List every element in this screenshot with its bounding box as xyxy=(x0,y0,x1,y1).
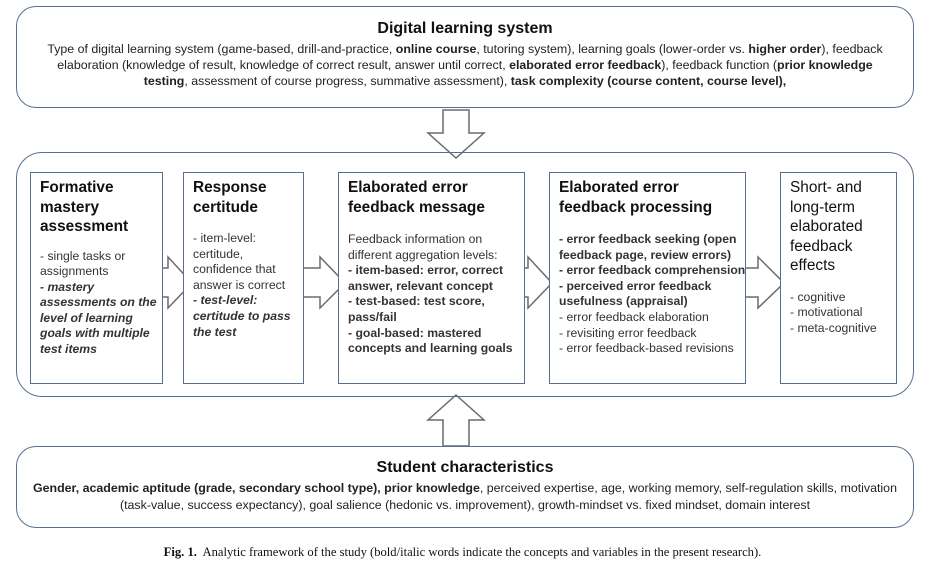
stage-effects-heading: Short- and long-term elaborated feedback eff… xyxy=(790,178,896,276)
stage-item: pass/fail xyxy=(348,309,397,324)
framework-container xyxy=(16,152,914,397)
student-line-2: (task-value, success expectancy), goal s… xyxy=(17,497,913,514)
stage-response-heading: Response certitude xyxy=(193,178,303,217)
stage-item: - test-based: test score, xyxy=(348,294,485,309)
stage-item: - meta-cognitive xyxy=(790,320,877,335)
stage-heading-line: feedback message xyxy=(348,198,485,216)
stage-item: - mastery xyxy=(40,279,95,294)
text-run: higher order xyxy=(748,42,822,56)
stage-effects-items: - cognitive- motivational- meta-cognitiv… xyxy=(790,290,896,337)
stage-formative-box: Formative mastery assessment - single task… xyxy=(30,172,163,384)
text-run: prior knowledge xyxy=(777,58,873,72)
stage-heading-line: mastery xyxy=(40,198,100,216)
text-run: testing xyxy=(143,74,185,88)
stage-item: - item-based: error, correct xyxy=(348,263,504,278)
figure-caption: Fig. 1. Analytic framework of the study … xyxy=(0,545,925,560)
stage-item: goals with multiple xyxy=(40,326,150,341)
stage-item: - single tasks or xyxy=(40,248,126,263)
text-run: online course xyxy=(395,42,477,56)
digital-learning-system-box: Digital learning system Type of digital … xyxy=(16,6,914,108)
text-run: ), feedback xyxy=(821,42,883,56)
text-run: , tutoring system), learning goals (lowe… xyxy=(476,42,749,56)
text-run: Type of digital learning system (game-ba… xyxy=(47,42,396,56)
stage-item: - test-level: xyxy=(193,293,258,308)
stage-item: - error feedback elaboration xyxy=(559,309,709,324)
stage-heading-line: feedback xyxy=(790,237,853,255)
stage-heading-line: Elaborated error xyxy=(348,179,468,196)
stage-item: - item-level: xyxy=(193,231,256,245)
stage-item: test items xyxy=(40,342,97,357)
digital-learning-system-title: Digital learning system xyxy=(377,20,553,37)
stage-heading-line: feedback processing xyxy=(559,198,713,216)
digital-line-2: elaboration (knowledge of result, knowle… xyxy=(17,57,913,73)
text-run: ), feedback function ( xyxy=(661,58,777,72)
text-run: (task-value, success expectancy), goal s… xyxy=(119,498,811,512)
text-run: , assessment of course progress, summati… xyxy=(184,74,511,88)
stage-item: certitude, xyxy=(193,246,244,261)
stage-heading-line: long-term xyxy=(790,198,856,216)
stage-item: - motivational xyxy=(790,305,863,320)
stage-item: - error feedback-based revisions xyxy=(559,341,734,356)
stage-item: - goal-based: mastered xyxy=(348,325,482,340)
stage-item: assignments xyxy=(40,264,109,279)
text-run: , perceived expertise, age, working memo… xyxy=(479,481,897,495)
stage-heading-line: assessment xyxy=(40,218,129,235)
stage-heading-line: certitude xyxy=(193,198,258,216)
stage-item: - perceived error feedback xyxy=(559,278,712,293)
stage-formative-heading: Formative mastery assessment xyxy=(40,178,162,237)
stage-heading-line: elaborated xyxy=(790,218,863,235)
text-run: task complexity (course content, course … xyxy=(510,74,787,88)
stage-item: Feedback information on xyxy=(348,232,483,246)
stage-item: feedback page, review errors) xyxy=(559,247,732,262)
stage-item: answer is correct xyxy=(193,277,286,292)
stage-message-heading: Elaborated error feedback message xyxy=(348,178,524,217)
digital-line-3: testing, assessment of course progress, … xyxy=(17,73,913,89)
student-characteristics-box: Student characteristics Gender, academic… xyxy=(16,446,914,528)
stage-heading-line: Short- and xyxy=(790,179,862,196)
stage-message-box: Elaborated error feedback message Feedbac… xyxy=(338,172,525,384)
stage-item: - revisiting error feedback xyxy=(559,325,697,340)
stage-item: confidence that xyxy=(193,262,276,277)
stage-heading-line: Elaborated error xyxy=(559,179,679,196)
stage-item: the test xyxy=(193,324,237,339)
stage-heading-line: Response xyxy=(193,179,267,196)
stage-item: - error feedback seeking (open xyxy=(559,232,737,246)
stage-item: concepts and learning goals xyxy=(348,341,513,356)
stage-item: different aggregation levels: xyxy=(348,247,498,262)
stage-item: level of learning xyxy=(40,310,133,325)
right-arrow-icon-2 xyxy=(300,255,347,310)
student-characteristics-title: Student characteristics xyxy=(376,459,554,476)
text-run: elaborated error feedback xyxy=(509,58,662,72)
stage-processing-box: Elaborated error feedback processing - er… xyxy=(549,172,746,384)
stage-heading-line: Formative xyxy=(40,179,114,196)
stage-item: usefulness (appraisal) xyxy=(559,294,688,309)
stage-item: certitude to pass xyxy=(193,308,291,323)
student-characteristics-text: Gender, academic aptitude (grade, second… xyxy=(17,480,913,514)
digital-learning-system-text: Type of digital learning system (game-ba… xyxy=(17,41,913,89)
stage-processing-heading: Elaborated error feedback processing xyxy=(559,178,745,217)
up-arrow-icon xyxy=(426,393,486,447)
stage-item: - cognitive xyxy=(790,289,846,304)
text-run: Gender, academic aptitude (grade, second… xyxy=(33,481,480,495)
stage-item: - error feedback comprehension xyxy=(559,263,746,278)
stage-item: answer, relevant concept xyxy=(348,278,493,293)
stage-item: assessments on the xyxy=(40,295,157,310)
figure-caption-text: Analytic framework of the study (bold/it… xyxy=(196,545,762,559)
figure-caption-label: Fig. 1. xyxy=(163,545,197,559)
down-arrow-icon xyxy=(426,109,486,160)
text-run: elaboration (knowledge of result, knowle… xyxy=(57,58,510,72)
stage-effects-box: Short- and long-term elaborated feedback eff… xyxy=(780,172,897,384)
digital-line-1: Type of digital learning system (game-ba… xyxy=(17,41,913,57)
stage-heading-line: effects xyxy=(790,257,836,274)
student-line-1: Gender, academic aptitude (grade, second… xyxy=(17,480,913,497)
